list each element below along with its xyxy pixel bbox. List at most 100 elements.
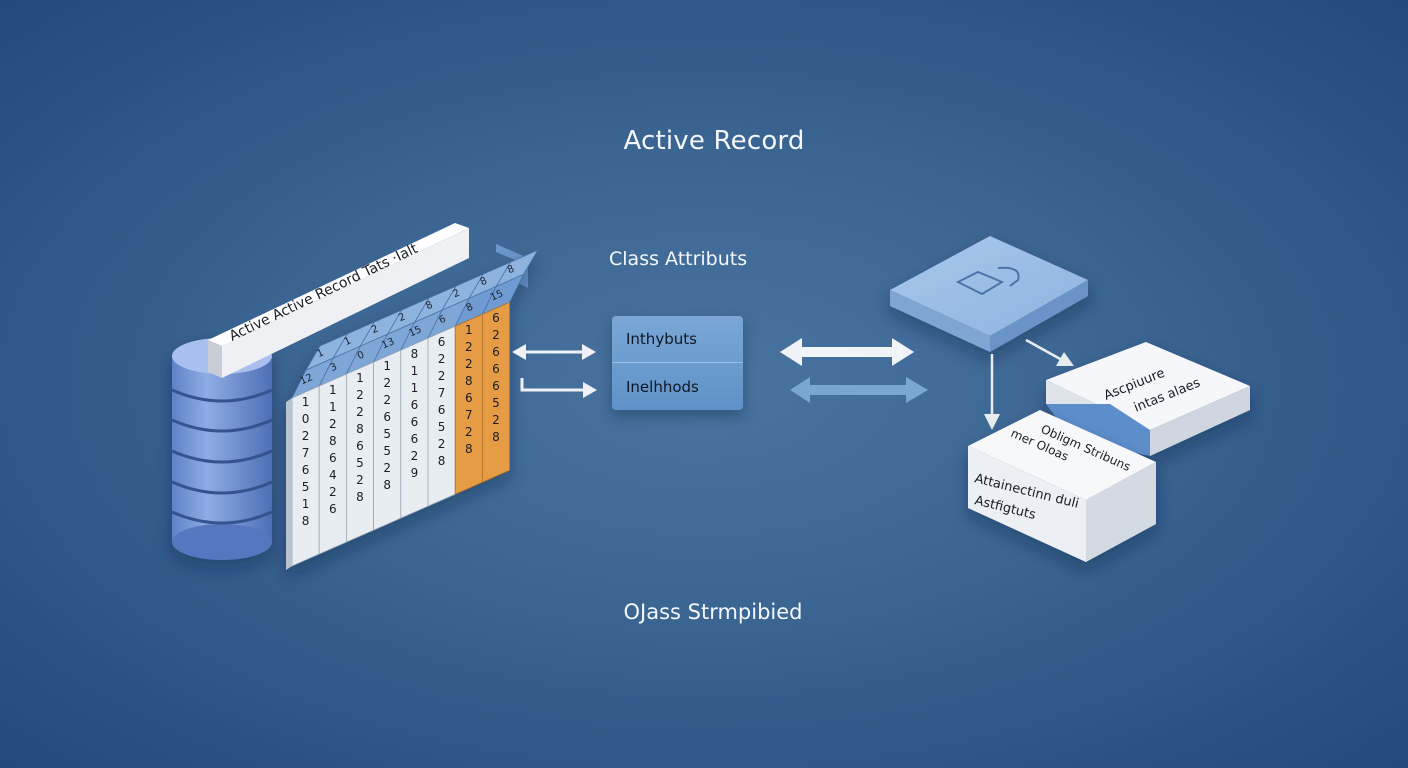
table-header-label: 0 [356, 349, 366, 362]
table-cell: 2 [411, 449, 419, 463]
table-cell: 1 [329, 383, 337, 397]
table-cell: 1 [465, 323, 473, 337]
table-cell: 2 [356, 405, 364, 419]
down-arrow-icon [984, 354, 1000, 430]
table-cell: 1 [302, 395, 310, 409]
table-cell: 6 [302, 463, 310, 477]
table-cell: 8 [438, 454, 446, 468]
table-cell: 7 [302, 446, 310, 460]
attribute-box: Ascpiuure intas alaes [1046, 342, 1250, 456]
diagram-title: Active Record [623, 126, 805, 156]
table-cell: 6 [492, 362, 500, 376]
table-cell: 1 [411, 381, 419, 395]
table-header-label: 6 [437, 314, 447, 327]
table-cell: 1 [411, 364, 419, 378]
table-cell: 8 [411, 347, 419, 361]
table-cell: 9 [411, 466, 419, 480]
class-attributes-label: Class Attributs [609, 248, 748, 270]
table-cell: 6 [329, 502, 337, 516]
table-cell: 2 [438, 352, 446, 366]
table-cell: 6 [492, 345, 500, 359]
table-cell: 5 [383, 427, 391, 441]
table-edge [286, 398, 292, 570]
table-cell: 6 [411, 432, 419, 446]
table-cell: 2 [438, 437, 446, 451]
table-cell: 5 [438, 420, 446, 434]
table-cell: 2 [492, 328, 500, 342]
table-cell: 5 [492, 396, 500, 410]
table-cell: 2 [356, 473, 364, 487]
table-cell: 6 [492, 379, 500, 393]
table-cell: 2 [465, 425, 473, 439]
table-header-label: 8 [506, 264, 516, 277]
table-cell: 2 [329, 417, 337, 431]
table-header-label: 15 [407, 324, 423, 339]
table-header-label: 1 [315, 347, 325, 360]
table-cell: 6 [465, 391, 473, 405]
connector-block [1046, 404, 1150, 456]
table-header-label: 13 [380, 336, 396, 351]
table-cell: 6 [438, 403, 446, 417]
table-cell: 2 [383, 461, 391, 475]
table-cell: 2 [383, 376, 391, 390]
table-header-label: 8 [479, 276, 489, 289]
table-cell: 8 [383, 478, 391, 492]
table-cell: 8 [302, 514, 310, 528]
table-cell: 2 [438, 369, 446, 383]
table-header-label: 8 [465, 302, 475, 315]
table-cell: 8 [492, 430, 500, 444]
table-cell: 8 [465, 442, 473, 456]
table-cell: 8 [465, 374, 473, 388]
table-cell: 2 [356, 388, 364, 402]
table-cell: 6 [492, 311, 500, 325]
elbow-arrow-icon [520, 378, 597, 398]
table-cell: 7 [465, 408, 473, 422]
table-header-label: 3 [329, 361, 339, 374]
table-cell: 6 [438, 335, 446, 349]
table-cell: 1 [329, 400, 337, 414]
table-cell: 2 [302, 429, 310, 443]
table-cell: 0 [302, 412, 310, 426]
table-cell: 1 [383, 359, 391, 373]
table-cell: 7 [438, 386, 446, 400]
table-header-cell [495, 249, 539, 288]
table-cell: 6 [383, 410, 391, 424]
table-cell: 5 [383, 444, 391, 458]
table-cell: 2 [465, 340, 473, 354]
table-cell: 8 [356, 490, 364, 504]
table-cell: 2 [492, 413, 500, 427]
table-header-label: 2 [370, 323, 380, 336]
table-cell: 6 [411, 398, 419, 412]
table-header-label: 2 [397, 312, 407, 325]
table-cell: 2 [383, 393, 391, 407]
table-cell: 4 [329, 468, 337, 482]
highlighted-table-column [481, 301, 511, 483]
methods-row: Inelhhods [626, 377, 699, 396]
attributes-row: Inthybuts [612, 316, 743, 363]
object-shape-icon [955, 266, 1020, 296]
table-cell: 6 [356, 439, 364, 453]
class-members-box: Inthybuts Inelhhods [612, 316, 743, 410]
table-header-label: 1 [343, 335, 353, 348]
table-cell: 2 [329, 485, 337, 499]
table-cell: 6 [329, 451, 337, 465]
table-header-label: 2 [451, 288, 461, 301]
table-cell: 6 [411, 415, 419, 429]
bidirectional-arrow-icon [512, 344, 596, 360]
table-cell: 1 [302, 497, 310, 511]
table-header-label: 15 [489, 288, 505, 303]
bidirectional-arrow-white-icon [780, 338, 914, 366]
bidirectional-arrow-blue-icon [790, 377, 928, 403]
footer-label: OJass Strmpibied [623, 600, 803, 624]
table-cell: 8 [356, 422, 364, 436]
diagonal-arrow-icon [1025, 338, 1074, 366]
table-cell: 1 [356, 371, 364, 385]
data-table: 1211027651831112864260212286528132122655… [286, 249, 539, 570]
table-cell: 5 [356, 456, 364, 470]
table-cell: 2 [465, 357, 473, 371]
table-cell: 8 [329, 434, 337, 448]
table-cell: 5 [302, 480, 310, 494]
object-tile [890, 236, 1088, 352]
table-header-label: 8 [424, 300, 434, 313]
